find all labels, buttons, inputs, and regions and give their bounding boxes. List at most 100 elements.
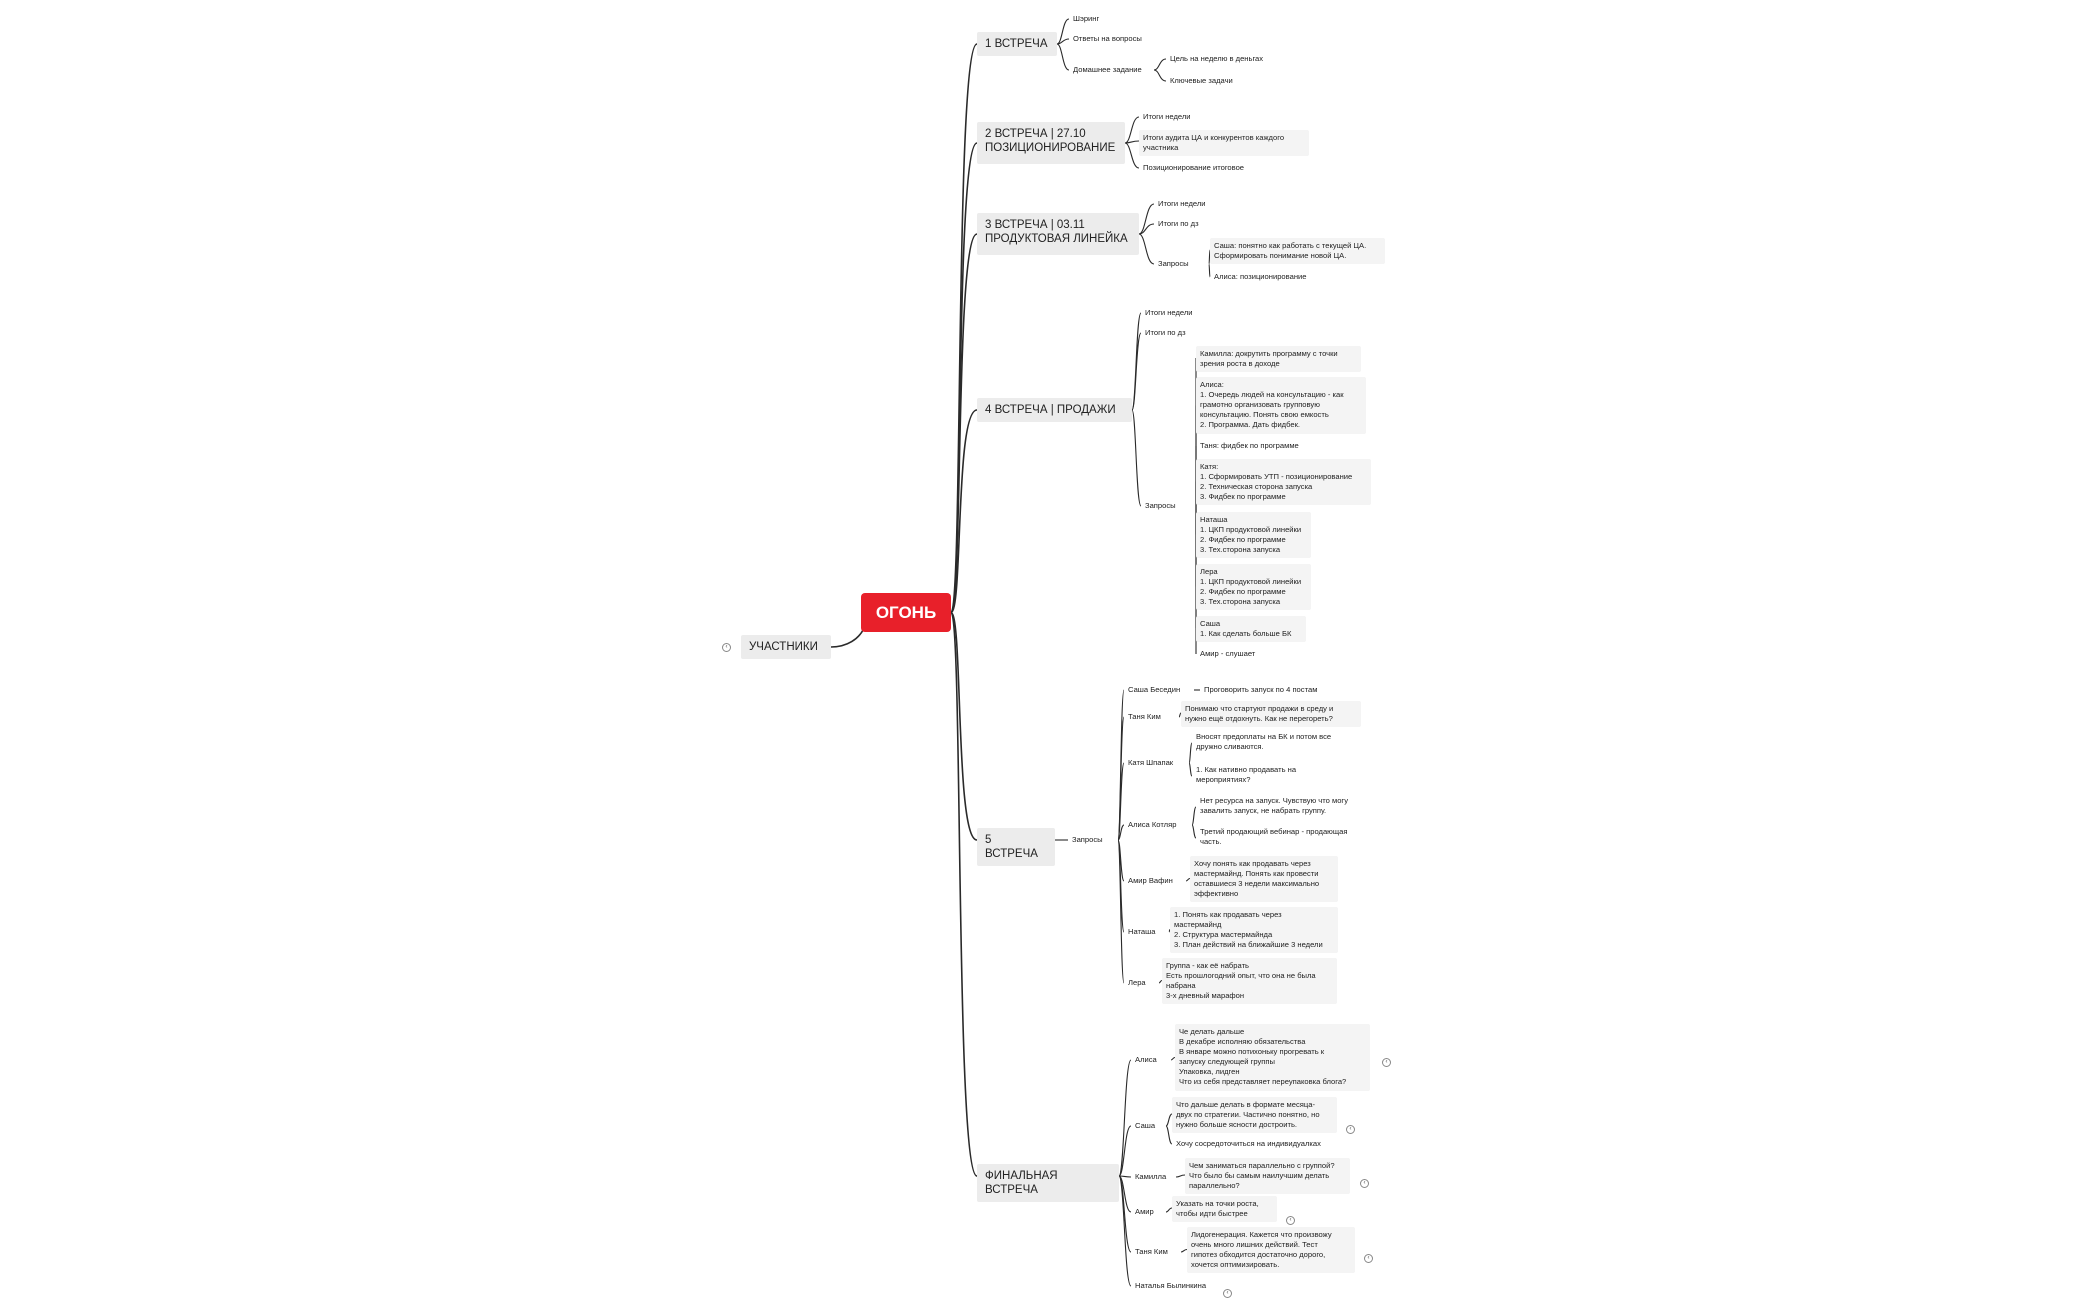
edge-m1-to-m1-c bbox=[1056, 43, 1070, 71]
topic-p3-b[interactable]: 1. Как нативно продавать на мероприятиях… bbox=[1196, 765, 1297, 784]
topic-m4-c[interactable]: Запросы bbox=[1145, 501, 1176, 510]
topic-m3[interactable]: 3 ВСТРЕЧА | 03.11 ПРОДУКТОВАЯ ЛИНЕЙКА bbox=[977, 213, 1139, 255]
edge-p4-to-p4-a bbox=[1191, 806, 1197, 826]
topic-m3-b[interactable]: Итоги по дз bbox=[1158, 219, 1199, 228]
edge-m3-to-m3-b bbox=[1138, 223, 1155, 235]
collapse-toggle-icon[interactable]: ‹ bbox=[1382, 1058, 1391, 1067]
collapse-toggle-icon[interactable]: ‹ bbox=[1364, 1254, 1373, 1263]
topic-m1-c1[interactable]: Цель на неделю в деньгах bbox=[1170, 54, 1264, 63]
topic-f4-a[interactable]: Указать на точки роста, чтобы идти быстр… bbox=[1172, 1196, 1277, 1222]
topic-m3-c2[interactable]: Алиса: позиционирование bbox=[1214, 272, 1307, 281]
topic-m4-b[interactable]: Итоги по дз bbox=[1145, 328, 1186, 337]
topic-p1[interactable]: Саша Беседин bbox=[1128, 685, 1181, 694]
topic-p6[interactable]: Наташа bbox=[1128, 927, 1156, 936]
topic-m4-c3[interactable]: Таня: фидбек по программе bbox=[1200, 441, 1299, 450]
topic-f6[interactable]: Наталья Былинкина bbox=[1135, 1281, 1207, 1290]
edge-m1-to-m1-b bbox=[1056, 38, 1070, 45]
edge-p6-to-p6-a bbox=[1168, 928, 1171, 933]
topic-p1-a[interactable]: Проговорить запуск по 4 постам bbox=[1204, 685, 1318, 694]
topic-m4[interactable]: 4 ВСТРЕЧА | ПРОДАЖИ bbox=[977, 398, 1132, 422]
edge-p3-to-p3-a bbox=[1188, 742, 1193, 764]
edge-m4-to-m4-c bbox=[1131, 409, 1142, 507]
edge-f3-to-f3-a bbox=[1175, 1174, 1186, 1178]
topic-p7-a[interactable]: Группа - как её набрать Есть прошлогодни… bbox=[1162, 958, 1337, 1004]
edge-m3-c-to-m3-c2 bbox=[1208, 263, 1211, 278]
topic-m3-a[interactable]: Итоги недели bbox=[1158, 199, 1206, 208]
edge-f5-to-f5-a bbox=[1180, 1248, 1188, 1253]
topic-m4-c4[interactable]: Катя: 1. Сформировать УТП - позициониров… bbox=[1196, 459, 1371, 505]
topic-m2[interactable]: 2 ВСТРЕЧА | 27.10 ПОЗИЦИОНИРОВАНИЕ bbox=[977, 122, 1125, 164]
topic-mf[interactable]: ФИНАЛЬНАЯ ВСТРЕЧА bbox=[977, 1164, 1119, 1202]
topic-p3-a[interactable]: Вносят предоплаты на БК и потом все друж… bbox=[1196, 732, 1332, 751]
topic-m1-c[interactable]: Домашнее задание bbox=[1073, 65, 1142, 74]
topic-m4-c6[interactable]: Лера 1. ЦКП продуктовой линейки 2. Фидбе… bbox=[1196, 564, 1311, 610]
topic-p6-a[interactable]: 1. Понять как продавать через мастермайн… bbox=[1170, 907, 1338, 953]
topic-f4[interactable]: Амир bbox=[1135, 1207, 1154, 1216]
topic-m5-z[interactable]: Запросы bbox=[1072, 835, 1103, 844]
edge-m5-z-to-p4 bbox=[1117, 824, 1125, 841]
topic-m4-c2[interactable]: Алиса: 1. Очередь людей на консультацию … bbox=[1196, 377, 1366, 434]
topic-m4-c1[interactable]: Камилла: докрутить программу с точки зре… bbox=[1196, 346, 1361, 372]
topic-p4-b[interactable]: Третий продающий вебинар - продающая час… bbox=[1200, 827, 1348, 846]
collapse-toggle-icon[interactable]: ‹ bbox=[722, 643, 731, 652]
topic-f3[interactable]: Камилла bbox=[1135, 1172, 1167, 1181]
topic-m1[interactable]: 1 ВСТРЕЧА bbox=[977, 32, 1057, 56]
edge-mf-to-f1 bbox=[1118, 1059, 1132, 1177]
edge-p7-to-p7-a bbox=[1158, 979, 1163, 984]
topic-f1[interactable]: Алиса bbox=[1135, 1055, 1157, 1064]
topic-f2[interactable]: Саша bbox=[1135, 1121, 1156, 1130]
edge-m2-to-m2-a bbox=[1124, 116, 1140, 144]
topic-p5[interactable]: Амир Вафин bbox=[1128, 876, 1173, 885]
edge-m3-to-m3-a bbox=[1138, 203, 1155, 235]
topic-f3-a[interactable]: Чем заниматься параллельно с группой? Чт… bbox=[1185, 1158, 1350, 1194]
topic-m2-b[interactable]: Итоги аудита ЦА и конкурентов каждого уч… bbox=[1139, 130, 1309, 156]
topic-p2[interactable]: Таня Ким bbox=[1128, 712, 1161, 721]
topic-m5[interactable]: 5 ВСТРЕЧА bbox=[977, 828, 1055, 866]
edge-root-to-m5 bbox=[950, 611, 978, 841]
topic-f5-a[interactable]: Лидогенерация. Кажется что произвожу оче… bbox=[1187, 1227, 1355, 1273]
topic-f2-b[interactable]: Хочу сосредоточиться на индивидуалках bbox=[1176, 1139, 1321, 1148]
topic-f1-a[interactable]: Че делать дальше В декабре исполняю обяз… bbox=[1175, 1024, 1370, 1091]
topic-m4-a[interactable]: Итоги недели bbox=[1145, 308, 1193, 317]
topic-p3[interactable]: Катя Шпапак bbox=[1128, 758, 1174, 767]
topic-m2-c[interactable]: Позиционирование итоговое bbox=[1143, 163, 1245, 172]
edge-mf-to-f6 bbox=[1118, 1175, 1132, 1287]
edge-p2-to-p2-a bbox=[1178, 712, 1182, 718]
topic-p5-a[interactable]: Хочу понять как продавать через мастерма… bbox=[1190, 856, 1338, 902]
topic-m1-a[interactable]: Шэринг bbox=[1073, 14, 1100, 23]
edge-f4-to-f4-a bbox=[1165, 1207, 1173, 1213]
edge-p4-to-p4-b bbox=[1191, 824, 1197, 839]
topic-p4-a[interactable]: Нет ресурса на запуск. Чувствую что могу… bbox=[1200, 796, 1348, 815]
topic-p2-a[interactable]: Понимаю что стартуют продажи в среду и н… bbox=[1181, 701, 1361, 727]
topic-m3-c[interactable]: Запросы bbox=[1158, 259, 1189, 268]
collapse-toggle-icon[interactable]: ‹ bbox=[1223, 1289, 1232, 1298]
topic-f2-a[interactable]: Что дальше делать в формате месяца- двух… bbox=[1172, 1097, 1337, 1133]
edge-m4-to-m4-b bbox=[1131, 332, 1142, 411]
edge-m5-z-to-p3 bbox=[1117, 762, 1125, 841]
edge-m3-to-m3-c bbox=[1138, 233, 1155, 265]
topic-m4-c8[interactable]: Амир - слушает bbox=[1200, 649, 1256, 658]
topic-m4-c7[interactable]: Саша 1. Как сделать больше БК bbox=[1196, 616, 1306, 642]
topic-m3-c1[interactable]: Саша: понятно как работать с текущей ЦА.… bbox=[1210, 238, 1385, 264]
edge-f1-to-f1-a bbox=[1170, 1056, 1176, 1061]
edge-m1-to-m1-a bbox=[1056, 18, 1070, 45]
edge-p5-to-p5-a bbox=[1185, 877, 1191, 882]
topic-m1-b[interactable]: Ответы на вопросы bbox=[1073, 34, 1142, 43]
topic-uch[interactable]: УЧАСТНИКИ bbox=[741, 635, 831, 659]
edge-m5-z-to-p7 bbox=[1117, 839, 1125, 984]
topic-p7[interactable]: Лера bbox=[1128, 978, 1146, 987]
collapse-toggle-icon[interactable]: ‹ bbox=[1360, 1179, 1369, 1188]
collapse-toggle-icon[interactable]: ‹ bbox=[1286, 1216, 1295, 1225]
collapse-toggle-icon[interactable]: ‹ bbox=[1346, 1125, 1355, 1134]
topic-f5[interactable]: Таня Ким bbox=[1135, 1247, 1168, 1256]
topic-m4-c5[interactable]: Наташа 1. ЦКП продуктовой линейки 2. Фид… bbox=[1196, 512, 1311, 558]
edge-p3-to-p3-b bbox=[1188, 762, 1193, 777]
edge-root-to-mf bbox=[950, 611, 978, 1177]
topic-m2-a[interactable]: Итоги недели bbox=[1143, 112, 1191, 121]
edge-f2-to-f2-a bbox=[1165, 1113, 1173, 1127]
topic-m1-c2[interactable]: Ключевые задачи bbox=[1170, 76, 1233, 85]
topic-p4[interactable]: Алиса Котляр bbox=[1128, 820, 1177, 829]
topic-root[interactable]: ОГОНЬ bbox=[861, 593, 951, 632]
edge-m2-to-m2-c bbox=[1124, 142, 1140, 169]
